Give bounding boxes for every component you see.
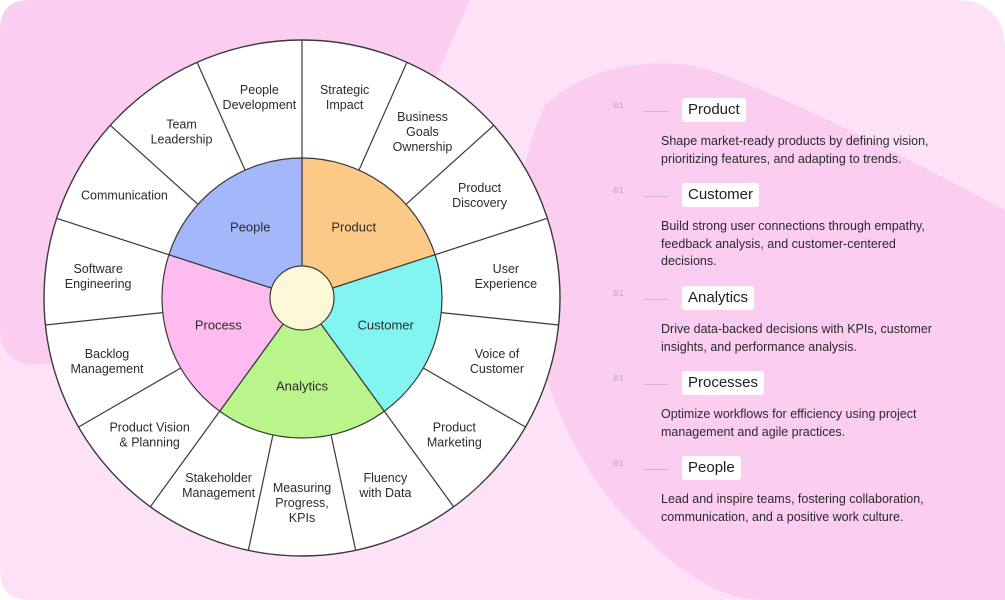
outer-spoke	[56, 217, 170, 256]
skill-label-line: Business	[397, 110, 448, 124]
segment-process	[161, 253, 303, 413]
skill-label-line: Team	[166, 118, 197, 132]
skill-label-line: Ownership	[393, 140, 453, 154]
skill-label-line: Experience	[475, 277, 538, 291]
outer-spoke	[434, 217, 548, 256]
skill-label-line: Product Vision	[109, 421, 189, 435]
outer-spoke	[405, 124, 495, 205]
entry-title-product: Product	[682, 98, 746, 122]
skill-label-line: Voice of	[475, 347, 520, 361]
outer-spoke	[330, 434, 357, 551]
skill-label-line: Strategic	[320, 83, 369, 97]
skill-label-line: & Planning	[119, 436, 180, 450]
segment-label-analytics: Analytics	[276, 379, 329, 394]
outer-spoke	[422, 367, 526, 428]
entry-divider	[644, 299, 668, 300]
segment-customer	[301, 253, 443, 413]
entry-description-processes: Optimize workflows for efficiency using …	[661, 407, 917, 439]
segment-people	[168, 157, 303, 299]
skill-label-line: Product	[458, 181, 502, 195]
skill-label-line: Management	[71, 362, 144, 376]
entry-description-customer: Build strong user connections through em…	[661, 219, 925, 268]
skill-label-line: Software	[73, 262, 122, 276]
skill-label-line: Product	[433, 421, 477, 435]
segment-label-people: People	[230, 219, 270, 234]
entry-title-analytics: Analytics	[682, 286, 755, 310]
entry-number: 01	[613, 289, 624, 299]
entry-title-processes: Processes	[682, 371, 765, 395]
entry-description-product: Shape market-ready products by defining …	[661, 134, 929, 166]
outer-spoke	[45, 312, 163, 326]
outer-spoke	[196, 62, 246, 171]
skill-label-line: People	[240, 83, 279, 97]
entry-description-people: Lead and inspire teams, fostering collab…	[661, 492, 924, 524]
segment-analytics	[218, 296, 386, 439]
outer-spoke	[109, 124, 199, 205]
outer-spoke	[78, 367, 182, 428]
skill-label-line: Fluency	[363, 471, 408, 485]
outer-spoke	[149, 410, 221, 508]
skill-label-line: Discovery	[452, 196, 508, 210]
center-circle	[269, 265, 335, 331]
skill-label-line: Management	[182, 486, 255, 500]
skill-label-line: Communication	[81, 189, 168, 203]
entry-title-people: People	[682, 456, 741, 480]
segment-label-process: Process	[195, 318, 242, 333]
skill-label-line: Marketing	[427, 436, 482, 450]
entry-divider	[644, 196, 668, 197]
entry-divider	[644, 111, 668, 112]
skill-label-line: with Data	[358, 486, 411, 500]
segment-label-customer: Customer	[358, 318, 415, 333]
skill-label-line: Measuring	[273, 481, 331, 495]
entry-number: 01	[613, 186, 624, 196]
pink-blob-right	[519, 63, 1005, 600]
segment-product	[301, 157, 436, 299]
skill-label-line: Leadership	[151, 133, 213, 147]
entry-divider	[644, 384, 668, 385]
entry-number: 01	[613, 101, 624, 111]
entry-divider	[644, 469, 668, 470]
skill-label-line: Progress,	[275, 496, 329, 510]
skill-label-line: Goals	[406, 125, 439, 139]
outer-spoke	[358, 62, 408, 171]
skill-label-product-vision-planning: Product Vision& Planning	[109, 421, 189, 450]
skill-label-line: Impact	[326, 98, 364, 112]
entry-number: 01	[613, 459, 624, 469]
outer-spoke	[383, 410, 455, 508]
segment-label-product: Product	[331, 219, 376, 234]
entry-description-analytics: Drive data-backed decisions with KPIs, c…	[661, 322, 932, 354]
outer-spoke	[441, 312, 559, 326]
skill-label-line: Development	[223, 98, 297, 112]
skill-label-line: KPIs	[289, 511, 315, 525]
skill-label-line: Customer	[470, 362, 524, 376]
entry-title-customer: Customer	[682, 183, 760, 207]
skill-label-line: User	[493, 262, 519, 276]
skill-label-line: Backlog	[85, 347, 130, 361]
entry-number: 01	[613, 374, 624, 384]
skill-label-line: Stakeholder	[185, 471, 252, 485]
outer-spoke	[247, 434, 274, 551]
skill-label-communication: Communication	[81, 189, 168, 203]
skill-label-line: Engineering	[65, 277, 132, 291]
